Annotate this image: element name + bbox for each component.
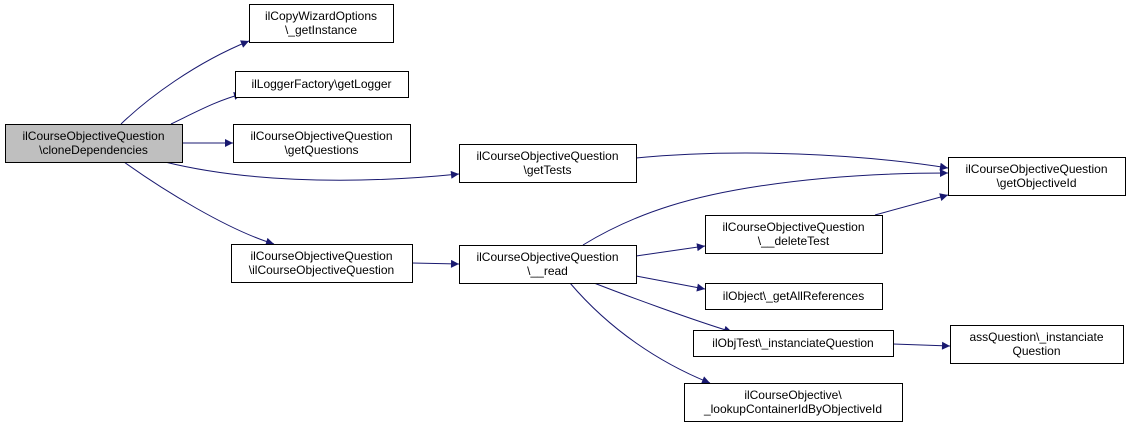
node-label-line: ilLoggerFactory\getLogger (251, 77, 391, 91)
node-label-line: ilCourseObjectiveQuestion (250, 249, 392, 263)
node-label-line: ilCourseObjectiveQuestion (722, 220, 864, 234)
edge-clone-to-gettests (164, 161, 460, 181)
node-ctor[interactable]: ilCourseObjectiveQuestion\ilCourseObject… (231, 244, 413, 283)
node-getobjectiveid[interactable]: ilCourseObjectiveQuestion\getObjectiveId (948, 157, 1126, 196)
node-label-line: \ilCourseObjectiveQuestion (249, 263, 394, 277)
node-box (705, 283, 883, 310)
node-label-line: ilCourseObjectiveQuestion (476, 149, 618, 163)
node-getallrefs[interactable]: ilObject\_getAllReferences (705, 283, 883, 310)
node-label-line: \__deleteTest (758, 234, 830, 248)
node-label-line: ilCourseObjectiveQuestion (476, 250, 618, 264)
edge-gettests-to-getobjectiveid (635, 152, 949, 171)
edge-clone-to-ctor (123, 161, 275, 246)
edge-deletetest-to-getobjectiveid (874, 193, 949, 216)
node-label-line: ilCourseObjectiveQuestion (965, 162, 1107, 176)
node-read[interactable]: ilCourseObjectiveQuestion\__read (459, 245, 637, 284)
node-label-line: \getQuestions (284, 143, 358, 157)
edge-clone-to-loggerfactory (170, 92, 243, 125)
node-label-line: ilCourseObjective\ (744, 388, 842, 402)
edge-instq-to-assq (892, 341, 951, 350)
node-instq[interactable]: ilObjTest\_instanciateQuestion (693, 330, 894, 357)
edge-clone-to-copywizard (120, 40, 250, 125)
node-box (459, 144, 637, 183)
node-box (5, 124, 183, 163)
node-label-line: _lookupContainerIdByObjectiveId (703, 402, 882, 416)
node-box (235, 71, 409, 98)
edge-read-to-lookup (569, 282, 711, 384)
node-label-line: \cloneDependencies (39, 143, 148, 157)
node-lookup[interactable]: ilCourseObjective\_lookupContainerIdByOb… (684, 383, 903, 422)
node-label-line: Question (1012, 344, 1060, 358)
node-clone: ilCourseObjectiveQuestion\cloneDependenc… (5, 124, 183, 163)
node-deletetest[interactable]: ilCourseObjectiveQuestion\__deleteTest (705, 215, 883, 254)
node-assq[interactable]: assQuestion\_instanciateQuestion (950, 325, 1124, 364)
node-gettests[interactable]: ilCourseObjectiveQuestion\getTests (459, 144, 637, 183)
edge-read-to-getallrefs (635, 275, 706, 292)
node-label-line: \getObjectiveId (996, 176, 1076, 190)
node-label-line: \getTests (523, 163, 571, 177)
edge-read-to-getobjectiveid (582, 169, 949, 246)
edge-ctor-to-read (411, 259, 460, 268)
node-getquestions[interactable]: ilCourseObjectiveQuestion\getQuestions (233, 124, 411, 163)
node-box (233, 124, 411, 163)
node-box (693, 330, 894, 357)
node-label-line: \_getInstance (285, 23, 357, 37)
node-box (684, 383, 903, 422)
node-box (948, 157, 1126, 196)
node-copywizard[interactable]: ilCopyWizardOptions\_getInstance (249, 4, 394, 43)
node-label-line: \__read (527, 264, 568, 278)
node-label-line: ilObject\_getAllReferences (723, 289, 864, 303)
edge-read-to-deletetest (635, 243, 706, 257)
node-loggerfactory[interactable]: ilLoggerFactory\getLogger (235, 71, 409, 98)
edge-read-to-instq (593, 282, 733, 334)
node-box (249, 4, 394, 43)
node-box (459, 245, 637, 284)
node-label-line: ilCourseObjectiveQuestion (22, 129, 164, 143)
node-label-line: ilCopyWizardOptions (265, 9, 377, 23)
node-label-line: assQuestion\_instanciate (969, 330, 1103, 344)
node-label-line: ilCourseObjectiveQuestion (250, 129, 392, 143)
node-label-line: ilObjTest\_instanciateQuestion (712, 336, 873, 350)
node-box (705, 215, 883, 254)
node-box (950, 325, 1124, 364)
node-box (231, 244, 413, 283)
